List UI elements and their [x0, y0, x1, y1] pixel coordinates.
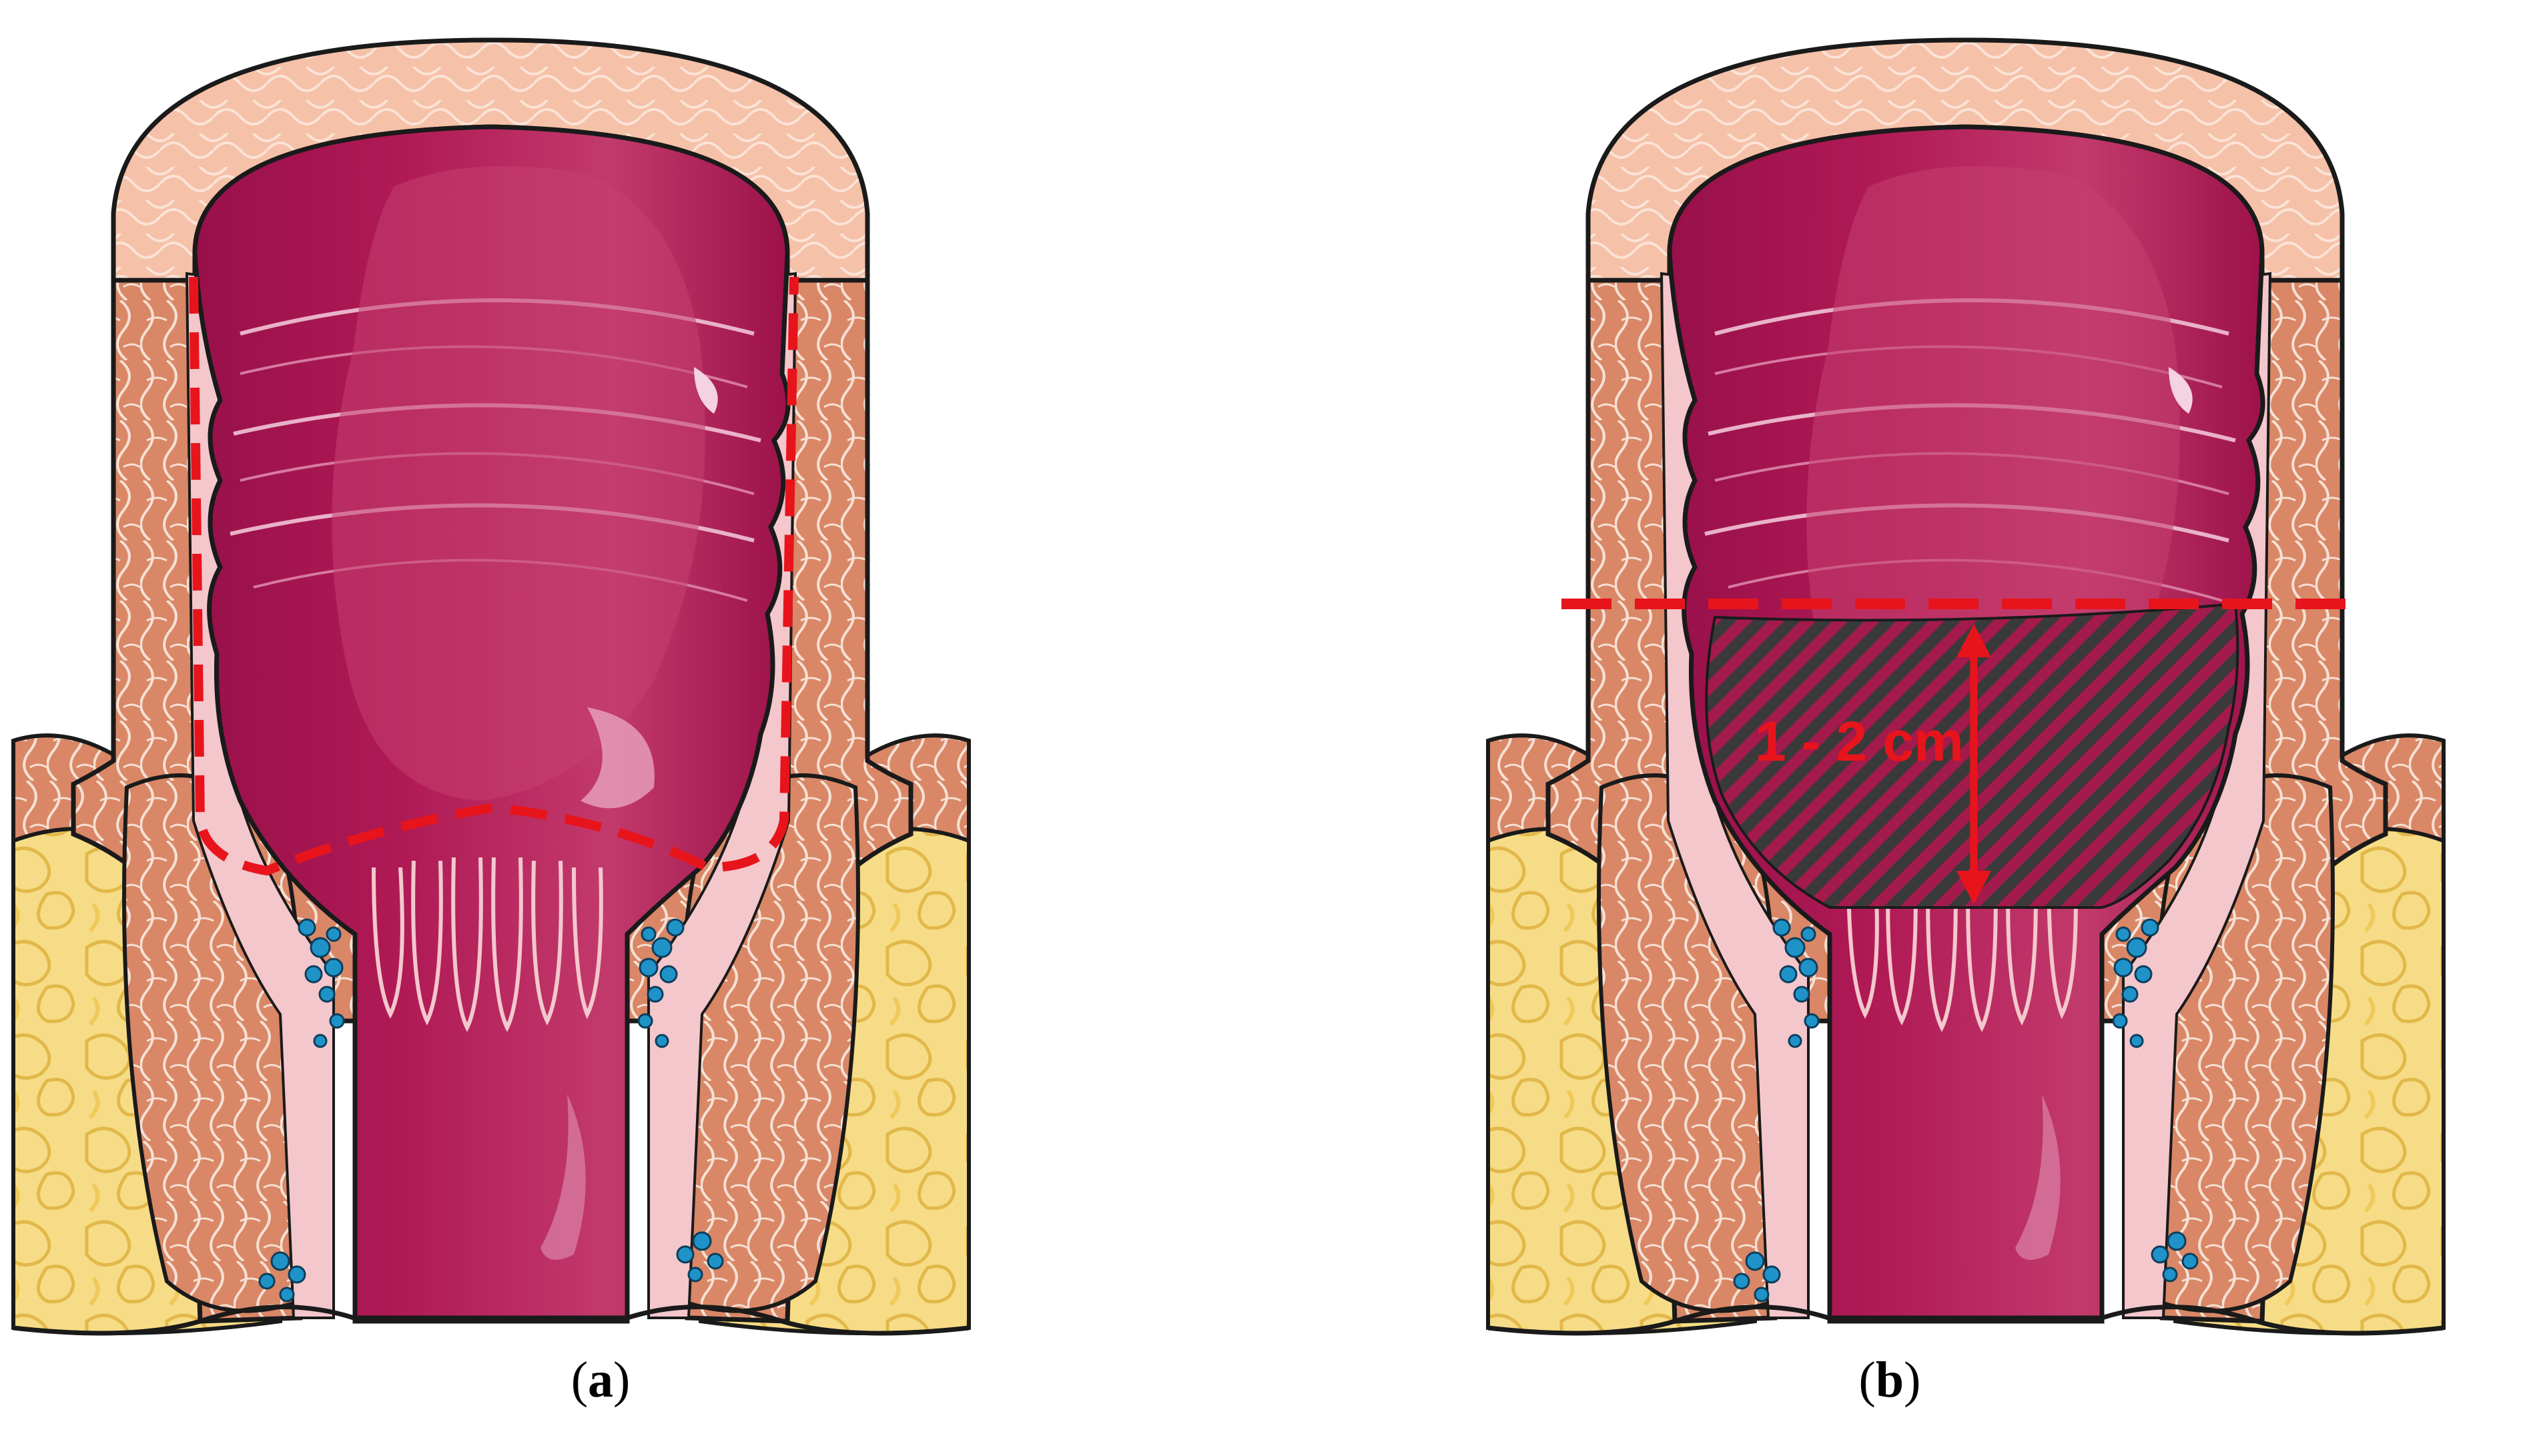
caption-a: (a) [571, 1352, 631, 1408]
rectum-anatomy-a [13, 40, 969, 1333]
panel-b-illustration: 1 - 2 cm [1262, 0, 2525, 1456]
resection-line-a [189, 276, 799, 876]
measure-arrow [1956, 624, 1991, 904]
caption-b: (b) [1858, 1352, 1921, 1408]
measure-label: 1 - 2 cm [1755, 710, 1964, 773]
panel-a-illustration [0, 0, 1262, 1456]
panel-a: (a) [0, 0, 1262, 1456]
panel-b: 1 - 2 cm (b) [1262, 0, 2525, 1456]
